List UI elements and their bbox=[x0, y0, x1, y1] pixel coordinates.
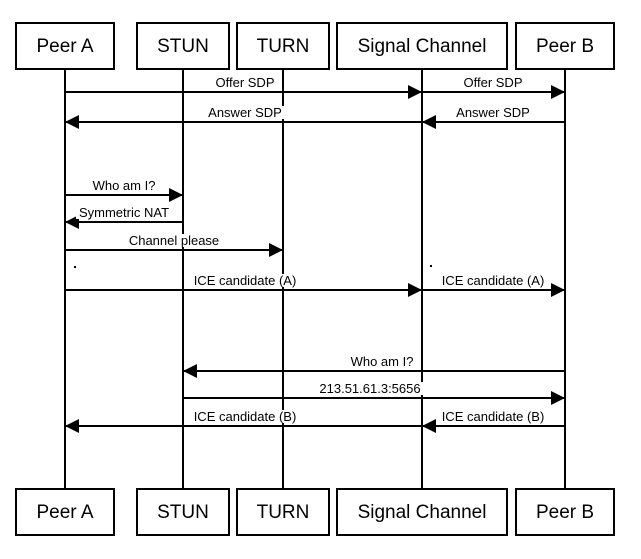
message-line-m13 bbox=[422, 425, 565, 427]
participant-box-stun-top: STUN bbox=[136, 22, 230, 70]
message-line-m11 bbox=[183, 397, 565, 399]
participant-label-peer-b-top: Peer B bbox=[535, 35, 595, 57]
message-line-m6 bbox=[65, 221, 183, 223]
arrow-head-right-m8 bbox=[408, 283, 422, 297]
arrow-head-left-m6 bbox=[65, 215, 79, 229]
message-label-m7: Channel please bbox=[125, 234, 223, 247]
lifeline-stun bbox=[182, 70, 184, 488]
lifeline-signal-channel bbox=[421, 70, 423, 488]
arrow-head-right-m11 bbox=[551, 391, 565, 405]
message-line-m1 bbox=[65, 91, 422, 93]
message-label-m10: Who am I? bbox=[347, 355, 417, 368]
participant-label-signal-channel-bottom: Signal Channel bbox=[357, 501, 487, 523]
participant-label-turn-top: TURN bbox=[256, 35, 310, 57]
message-label-m4: Answer SDP bbox=[453, 106, 533, 119]
message-label-m13: ICE candidate (B) bbox=[438, 410, 548, 423]
participant-label-peer-a-top: Peer A bbox=[36, 35, 94, 57]
message-line-m10 bbox=[183, 370, 565, 372]
stray-dot-1 bbox=[74, 266, 76, 268]
message-label-m9: ICE candidate (A) bbox=[438, 274, 548, 287]
participant-label-signal-channel-top: Signal Channel bbox=[357, 35, 487, 57]
message-line-m2 bbox=[422, 91, 565, 93]
arrow-head-left-m13 bbox=[422, 419, 436, 433]
arrow-head-right-m9 bbox=[551, 283, 565, 297]
arrow-head-left-m10 bbox=[183, 364, 197, 378]
participant-label-stun-bottom: STUN bbox=[157, 501, 209, 523]
participant-label-peer-a-bottom: Peer A bbox=[36, 501, 94, 523]
participant-box-stun-bottom: STUN bbox=[136, 488, 230, 536]
arrow-head-right-m5 bbox=[169, 188, 183, 202]
message-line-m3 bbox=[65, 121, 422, 123]
participant-label-turn-bottom: TURN bbox=[256, 501, 310, 523]
message-line-m9 bbox=[422, 289, 565, 291]
message-label-m11: 213.51.61.3:5656 bbox=[316, 382, 424, 395]
participant-box-peer-a-top: Peer A bbox=[15, 22, 115, 70]
lifeline-peer-a bbox=[64, 70, 66, 488]
participant-box-peer-a-bottom: Peer A bbox=[15, 488, 115, 536]
arrow-head-right-m2 bbox=[551, 85, 565, 99]
participant-box-signal-channel-top: Signal Channel bbox=[336, 22, 508, 70]
participant-label-stun-top: STUN bbox=[157, 35, 209, 57]
participant-box-peer-b-top: Peer B bbox=[515, 22, 615, 70]
message-line-m12 bbox=[65, 425, 422, 427]
stray-dot-2 bbox=[430, 265, 432, 267]
message-label-m2: Offer SDP bbox=[460, 76, 526, 89]
message-label-m12: ICE candidate (B) bbox=[190, 410, 300, 423]
participant-box-peer-b-bottom: Peer B bbox=[515, 488, 615, 536]
participant-box-turn-bottom: TURN bbox=[236, 488, 330, 536]
participant-box-signal-channel-bottom: Signal Channel bbox=[336, 488, 508, 536]
message-line-m4 bbox=[422, 121, 565, 123]
message-label-m8: ICE candidate (A) bbox=[190, 274, 300, 287]
message-label-m3: Answer SDP bbox=[205, 106, 285, 119]
arrow-head-left-m3 bbox=[65, 115, 79, 129]
participant-label-peer-b-bottom: Peer B bbox=[535, 501, 595, 523]
message-line-m5 bbox=[65, 194, 183, 196]
arrow-head-right-m7 bbox=[269, 243, 283, 257]
lifeline-peer-b bbox=[564, 70, 566, 488]
arrow-head-left-m4 bbox=[422, 115, 436, 129]
message-label-m1: Offer SDP bbox=[212, 76, 278, 89]
message-label-m5: Who am I? bbox=[89, 179, 159, 192]
message-line-m8 bbox=[65, 289, 422, 291]
participant-box-turn-top: TURN bbox=[236, 22, 330, 70]
arrow-head-right-m1 bbox=[408, 85, 422, 99]
message-label-m6: Symmetric NAT bbox=[75, 206, 173, 219]
arrow-head-left-m12 bbox=[65, 419, 79, 433]
message-line-m7 bbox=[65, 249, 283, 251]
